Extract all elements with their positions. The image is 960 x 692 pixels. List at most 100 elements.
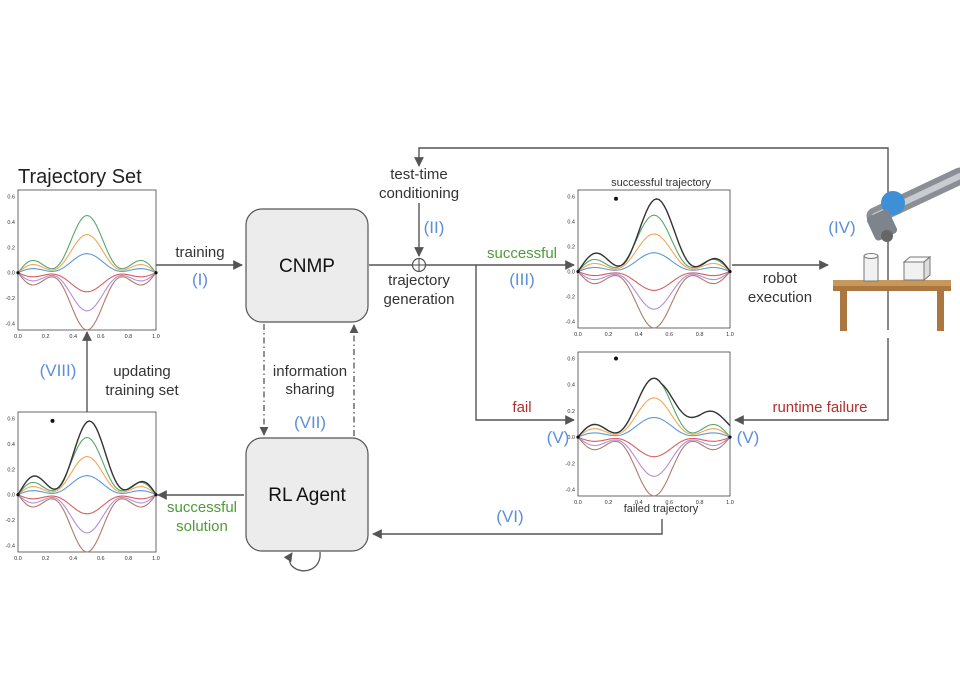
y-tick-label: 0.2 bbox=[567, 409, 575, 415]
x-tick-label: 0.2 bbox=[42, 556, 50, 562]
y-tick-label: 0.0 bbox=[567, 435, 575, 441]
success-path-line bbox=[17, 420, 157, 496]
y-tick-label: 0.0 bbox=[567, 270, 575, 276]
series-line-2 bbox=[17, 253, 157, 274]
x-tick-label: 0.0 bbox=[14, 334, 22, 340]
series-line-0 bbox=[17, 214, 157, 274]
plot-frame bbox=[17, 411, 157, 553]
y-tick-label: 0.0 bbox=[7, 271, 15, 277]
conditioning-label: conditioning bbox=[379, 185, 459, 202]
cnmp-box[interactable] bbox=[245, 208, 369, 323]
series-line-2 bbox=[577, 252, 731, 273]
series-line-3 bbox=[17, 272, 157, 293]
sharing-label: sharing bbox=[285, 381, 334, 398]
cube-front bbox=[903, 261, 925, 281]
y-tick-label: 0.2 bbox=[7, 467, 15, 473]
updating-label: updating bbox=[113, 363, 171, 380]
robot-gripper bbox=[881, 230, 893, 242]
series-line-5 bbox=[17, 494, 157, 553]
cnmp-label: CNMP bbox=[279, 256, 335, 277]
step-6-label: (VI) bbox=[496, 507, 523, 526]
robot-scene: (IV) bbox=[828, 167, 960, 331]
successful-solution-label-1: successful bbox=[167, 499, 237, 516]
y-tick-label: 0.2 bbox=[7, 245, 15, 251]
series-line-4 bbox=[577, 436, 731, 477]
fail-label: fail bbox=[512, 399, 531, 416]
cylinder-object bbox=[863, 255, 879, 282]
y-tick-label: -0.2 bbox=[6, 518, 15, 524]
y-tick-label: 0.0 bbox=[7, 493, 15, 499]
start-point bbox=[576, 435, 580, 439]
x-tick-label: 0.4 bbox=[69, 334, 77, 340]
start-point bbox=[16, 271, 20, 275]
step-5a-label: (V) bbox=[547, 428, 570, 447]
x-tick-label: 0.6 bbox=[665, 332, 673, 338]
via-point bbox=[614, 356, 618, 361]
rl-agent-box[interactable] bbox=[245, 437, 369, 552]
rl-agent-label: RL Agent bbox=[268, 485, 346, 506]
via-point bbox=[614, 196, 618, 201]
test-time-label: test-time bbox=[390, 166, 448, 183]
cylinder-top bbox=[863, 253, 879, 259]
successful-solution-label-2: solution bbox=[176, 518, 228, 535]
success-path-line bbox=[577, 198, 731, 272]
x-tick-label: 0.2 bbox=[42, 334, 50, 340]
series-line-3 bbox=[17, 494, 157, 515]
x-tick-label: 0.4 bbox=[635, 500, 643, 506]
y-tick-label: -0.2 bbox=[566, 295, 575, 301]
table-leg-left bbox=[840, 291, 847, 331]
start-point bbox=[576, 269, 580, 274]
y-tick-label: 0.6 bbox=[567, 194, 575, 200]
runtime-failure-label: runtime failure bbox=[772, 399, 867, 416]
series-line-2 bbox=[17, 475, 157, 496]
x-tick-label: 1.0 bbox=[152, 334, 160, 340]
execution-label: execution bbox=[748, 289, 812, 306]
y-tick-label: 0.6 bbox=[7, 194, 15, 200]
series-line-1 bbox=[17, 233, 157, 274]
y-tick-label: -0.4 bbox=[6, 322, 15, 328]
series-line-2 bbox=[577, 416, 731, 438]
y-tick-label: 0.2 bbox=[567, 244, 575, 250]
step-2-label: (II) bbox=[424, 218, 445, 237]
x-tick-label: 0.8 bbox=[696, 332, 704, 338]
plot-frame bbox=[577, 351, 731, 497]
y-tick-label: -0.2 bbox=[566, 461, 575, 467]
series-line-4 bbox=[577, 271, 731, 310]
series-line-5 bbox=[17, 272, 157, 331]
fail-to-rl-arrow bbox=[372, 519, 663, 539]
fail-arrow bbox=[475, 265, 575, 425]
failed-trajectory-title: failed trajectory bbox=[624, 503, 699, 515]
series-line-1 bbox=[577, 397, 731, 438]
successful-label: successful bbox=[487, 245, 557, 262]
series-line-5 bbox=[577, 271, 731, 329]
x-tick-label: 0.2 bbox=[605, 500, 613, 506]
x-tick-label: 0.2 bbox=[605, 332, 613, 338]
x-tick-label: 0.0 bbox=[574, 332, 582, 338]
step-5b-label: (V) bbox=[737, 428, 760, 447]
x-tick-label: 1.0 bbox=[726, 500, 734, 506]
y-tick-label: 0.6 bbox=[567, 357, 575, 363]
y-tick-label: 0.4 bbox=[567, 383, 575, 389]
plot-frame bbox=[577, 189, 731, 329]
start-point bbox=[16, 493, 20, 497]
rl-self-loop-arrow bbox=[283, 551, 321, 572]
y-tick-label: 0.4 bbox=[567, 219, 575, 225]
training-label: training bbox=[175, 244, 224, 261]
y-tick-label: -0.4 bbox=[6, 544, 15, 550]
step-7-label: (VII) bbox=[294, 413, 326, 432]
successful-trajectory-title: successful trajectory bbox=[611, 177, 711, 189]
trajectory-set-title: Trajectory Set bbox=[18, 166, 142, 188]
table-top bbox=[833, 280, 951, 288]
y-tick-label: 0.4 bbox=[7, 220, 15, 226]
end-point bbox=[728, 269, 732, 274]
x-tick-label: 0.8 bbox=[125, 334, 133, 340]
x-tick-label: 0.4 bbox=[635, 332, 643, 338]
x-tick-label: 0.6 bbox=[97, 334, 105, 340]
end-point bbox=[154, 493, 158, 497]
table-edge bbox=[833, 286, 951, 291]
step-1-label: (I) bbox=[192, 270, 208, 289]
